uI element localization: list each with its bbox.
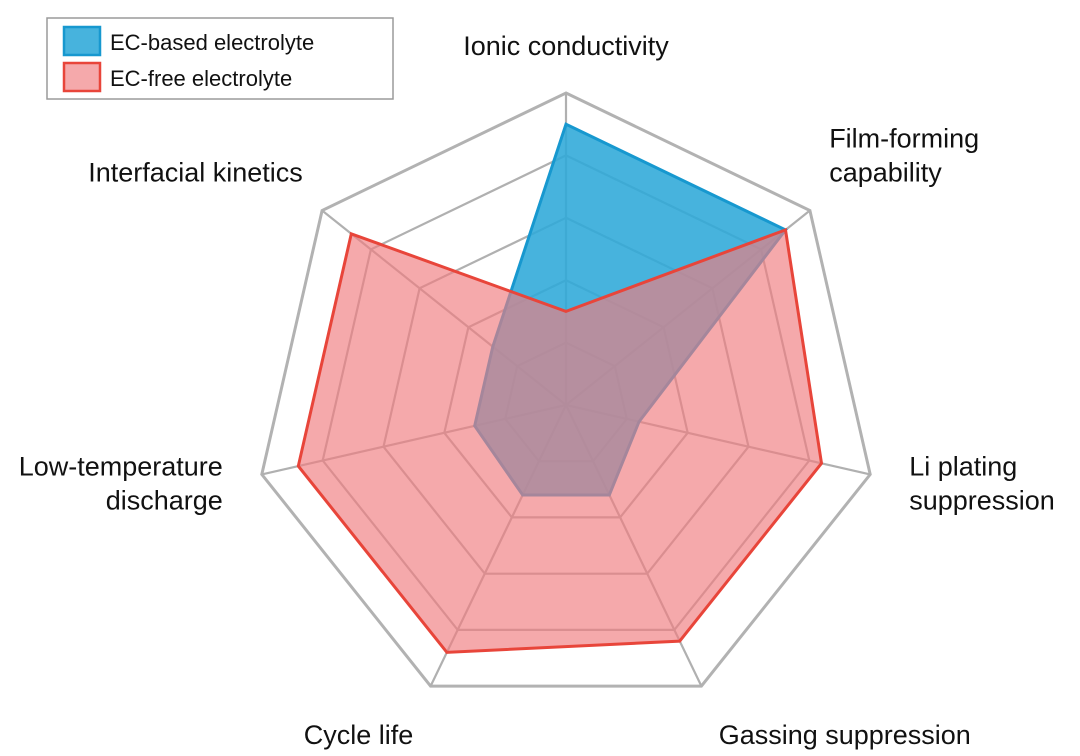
axis-label-gassing-suppression: Gassing suppression <box>719 720 971 750</box>
axis-label-interfacial-kinetics: Interfacial kinetics <box>88 158 303 188</box>
series-area-ec-free-electrolyte <box>296 227 824 654</box>
legend: EC-based electrolyte EC-free electrolyte <box>46 17 394 100</box>
legend-label-ec-based: EC-based electrolyte <box>110 30 314 55</box>
legend-swatch-ec-based <box>62 25 102 57</box>
grid-frame <box>260 91 872 688</box>
axis-label-li-plating-suppression-line-2: suppression <box>909 485 1055 515</box>
axis-label-film-forming-capability-line-1: Film-forming <box>829 124 979 154</box>
axis-label-low-temperature-discharge-line-1: Low-temperature <box>19 451 223 481</box>
axis-label-ionic-conductivity: Ionic conductivity <box>463 31 669 61</box>
axis-label-low-temperature-discharge-line-2: discharge <box>106 485 223 515</box>
legend-label-ec-free: EC-free electrolyte <box>110 66 292 91</box>
legend-swatch-ec-free <box>62 61 102 93</box>
axis-label-cycle-life: Cycle life <box>304 720 414 750</box>
axis-label-li-plating-suppression-line-1: Li plating <box>909 451 1017 481</box>
legend-box <box>46 17 394 100</box>
axis-label-film-forming-capability-line-2: capability <box>829 158 942 188</box>
series-layer <box>296 122 824 654</box>
